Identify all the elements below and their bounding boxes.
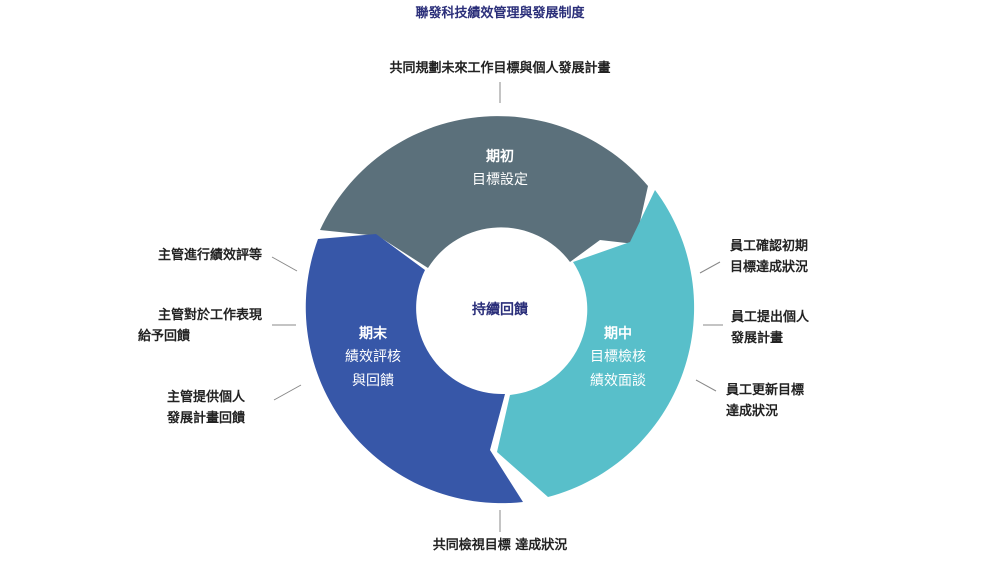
segment-start-shape [320,116,648,268]
segment-mid-label: 期中 目標檢核 績效面談 [548,323,688,393]
annotation-left-1-line1: 主管進行績效評等 [157,248,262,263]
segment-end-title: 期末 [359,326,387,342]
annotation-left-3-line1: 主管提供個人 [167,390,246,405]
segment-start-label: 期初 目標設定 [430,146,570,192]
diagram-title: 聯發科技績效管理與發展制度 [415,6,585,21]
annotation-bottom: 共同檢視目標 達成狀況 [432,538,568,553]
segment-end-line1: 績效評核 [345,349,401,365]
annotation-left-2: 主管對於工作表現 給予回饋 [60,305,262,347]
annotation-right-1-line2: 目標達成狀況 [730,260,809,275]
hub-label: 持續回饋 [472,302,528,318]
annotation-right-3-line2: 達成狀況 [726,404,779,419]
annotation-right-3: 員工更新目標 達成狀況 [726,380,926,422]
annotation-top: 共同規劃未來工作目標與個人發展計畫 [389,61,611,76]
annotation-right-1: 員工確認初期 目標達成狀況 [730,236,930,278]
segment-mid-title: 期中 [604,326,632,342]
segment-mid-line1: 目標檢核 [590,349,646,365]
segment-end-line2: 與回饋 [352,373,394,389]
segment-end-label: 期末 績效評核 與回饋 [303,323,443,393]
connector-left-3 [273,384,302,401]
annotation-right-2-line1: 員工提出個人 [731,310,810,325]
annotation-right-2-line2: 發展計畫 [731,331,784,346]
segment-mid-shape [497,190,695,497]
annotation-left-2-line2: 給予回饋 [138,329,191,344]
connector-right-3 [695,379,717,392]
segment-end-shape [305,234,523,504]
annotation-right-3-line1: 員工更新目標 [726,383,805,398]
connector-left-1 [271,256,298,272]
segment-start-line1: 目標設定 [472,172,528,188]
annotation-left-1: 主管進行績效評等 [60,245,262,266]
annotation-right-1-line1: 員工確認初期 [730,239,809,254]
annotation-right-2: 員工提出個人 發展計畫 [731,307,931,349]
connector-right-1 [699,261,721,274]
segment-mid-line2: 績效面談 [590,373,646,389]
segment-start-title: 期初 [486,149,514,165]
annotation-left-2-line1: 主管對於工作表現 [157,308,262,323]
annotation-left-3-line2: 發展計畫回饋 [167,411,246,426]
annotation-left-3: 主管提供個人 發展計畫回饋 [167,387,287,429]
